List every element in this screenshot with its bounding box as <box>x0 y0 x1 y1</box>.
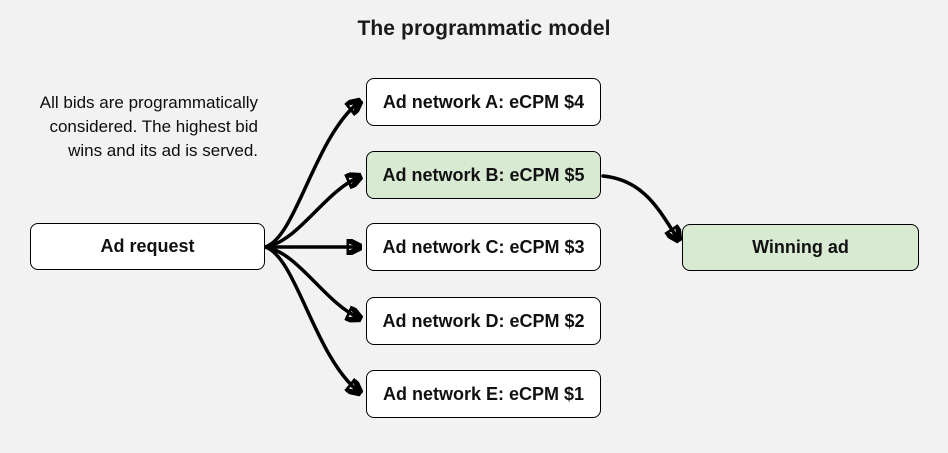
winning-ad-label: Winning ad <box>752 237 849 257</box>
arrow-to-network-d <box>263 245 359 318</box>
network-box-d: Ad network D: eCPM $2 <box>366 297 601 345</box>
network-e-label: Ad network E: eCPM $1 <box>382 383 585 404</box>
network-a-label: Ad network A: eCPM $4 <box>382 91 585 112</box>
network-box-a: Ad network A: eCPM $4 <box>366 78 601 126</box>
network-box-e: Ad network E: eCPM $1 <box>366 370 601 418</box>
arrow-to-network-a <box>263 102 359 249</box>
network-b-label: Ad network B: eCPM $5 <box>382 164 585 185</box>
network-box-c: Ad network C: eCPM $3 <box>366 223 601 271</box>
network-d-label: Ad network D: eCPM $2 <box>382 310 585 331</box>
arrow-b-to-winner <box>601 174 678 239</box>
ad-request-label: Ad request <box>100 236 195 256</box>
description-line-2: considered. The highest bid <box>49 117 258 136</box>
description-line-3: wins and its ad is served. <box>68 141 258 160</box>
network-box-b: Ad network B: eCPM $5 <box>366 151 601 199</box>
network-c-label: Ad network C: eCPM $3 <box>382 236 585 257</box>
description-text: All bids are programmatically considered… <box>8 91 258 163</box>
winning-ad-box: Winning ad <box>682 224 919 271</box>
description-line-1: All bids are programmatically <box>39 93 258 112</box>
arrow-to-network-b <box>263 177 359 249</box>
diagram-title: The programmatic model <box>357 17 611 40</box>
arrow-to-network-e <box>263 245 359 392</box>
ad-request-box: Ad request <box>30 223 265 270</box>
